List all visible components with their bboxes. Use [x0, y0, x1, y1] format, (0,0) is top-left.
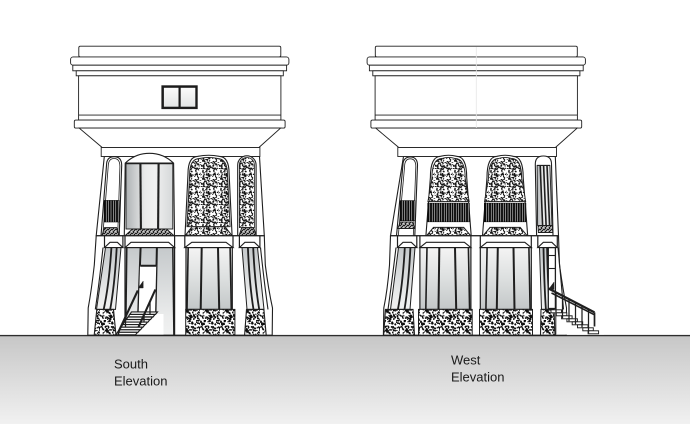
- svg-text:Elevation: Elevation: [451, 369, 504, 384]
- svg-text:West: West: [451, 352, 481, 367]
- svg-text:South: South: [114, 356, 148, 371]
- svg-text:Elevation: Elevation: [114, 373, 167, 388]
